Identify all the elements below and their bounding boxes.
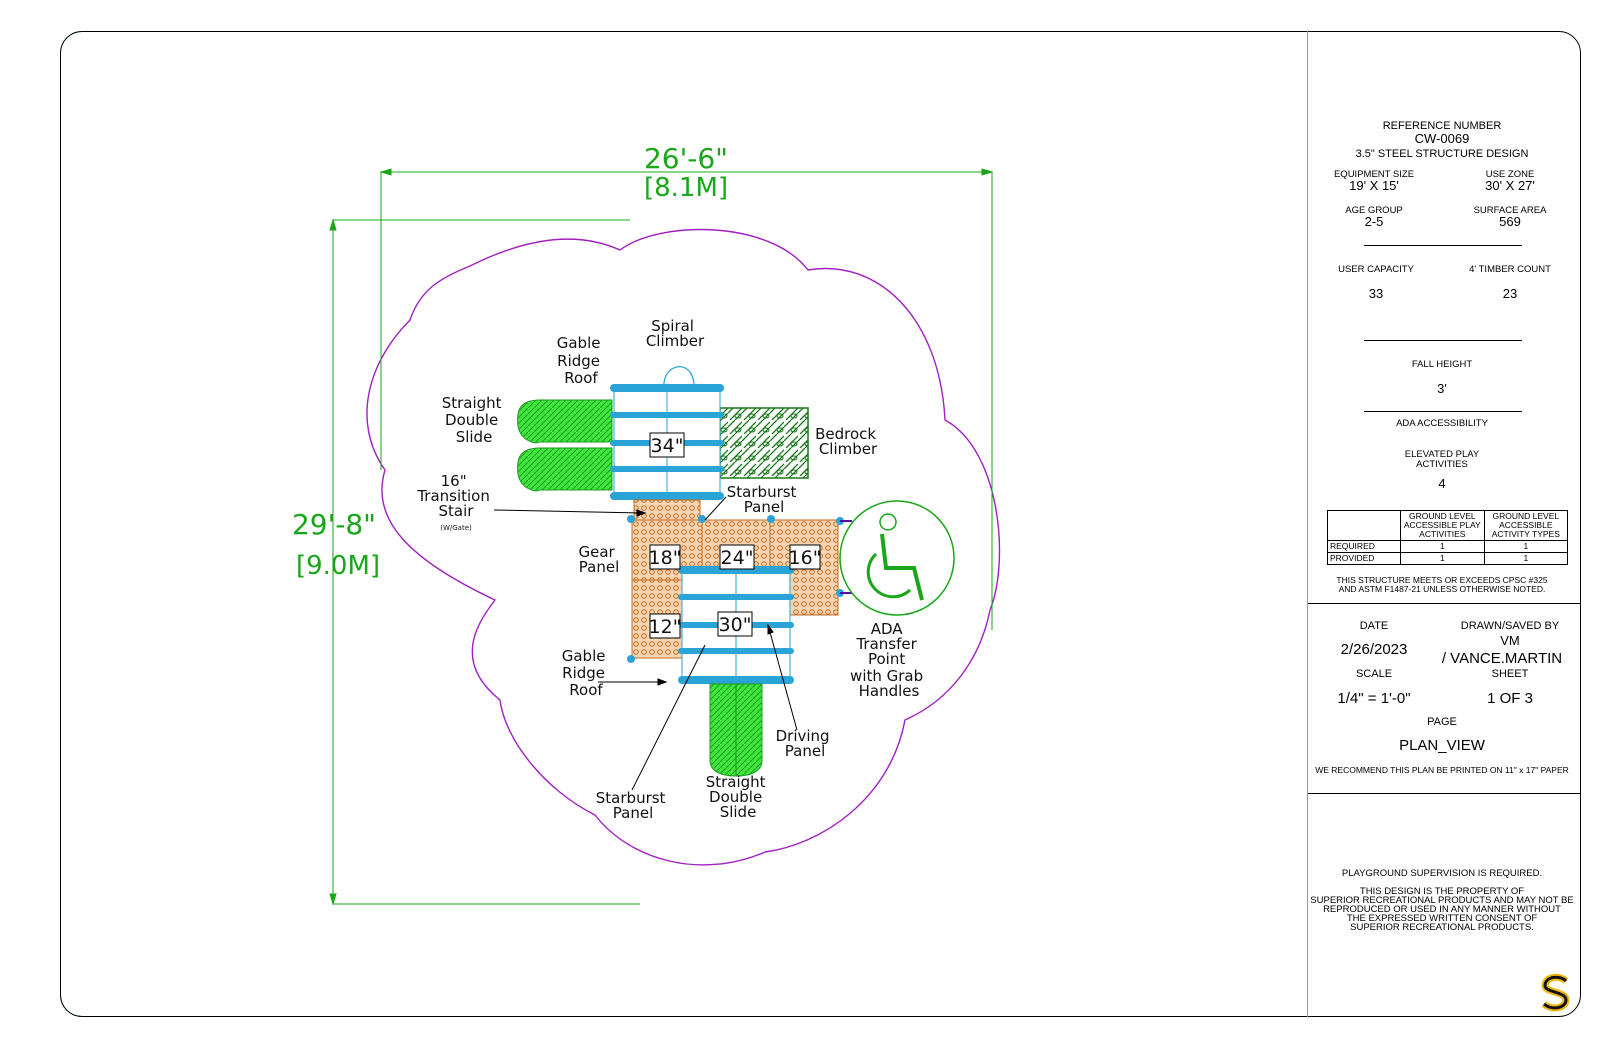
deck-16-label: 16" (789, 547, 822, 569)
width-ft-label: 26'-6" (644, 142, 728, 175)
user-capacity-label: USER CAPACITY (1338, 264, 1414, 275)
ada-transfer-point (839, 500, 955, 616)
rule-3 (1364, 411, 1522, 412)
deck-30-label: 30" (719, 614, 752, 636)
ada-row-provided-label: PROVIDED (1327, 551, 1401, 565)
deck-30 (678, 566, 794, 684)
width-m-label: [8.1M] (644, 173, 728, 203)
ref-label: REFERENCE NUMBER (1382, 120, 1502, 132)
callout-transition-stair-note: (W/Gate) (440, 524, 472, 532)
ada-row-required-a: 1 (1400, 539, 1485, 553)
callout-driving-panel: Driving Panel (776, 727, 835, 760)
ada-row-provided-b: 1 (1483, 551, 1569, 565)
deck-18-label: 18" (649, 547, 682, 569)
plan-view-drawing: 26'-6" [8.1M] 29'-8" [9.0M] 34" (292, 142, 1001, 906)
use-zone-label: USE ZONE (1485, 169, 1535, 180)
divider-2 (1308, 793, 1581, 794)
superior-logo-icon (1541, 973, 1570, 1012)
timber-value: 23 (1502, 286, 1518, 301)
ada-table: GROUND LEVEL ACCESSIBLE PLAY ACTIVITIES … (1327, 510, 1569, 565)
depth-m-label: [9.0M] (296, 551, 380, 581)
rule-2 (1364, 340, 1522, 341)
equip-size-label: EQUIPMENT SIZE (1333, 169, 1415, 180)
deck-24-tag (719, 544, 755, 570)
callout-spiral-climber: Spiral Climber (646, 317, 705, 350)
property-line-2: SUPERIOR RECREATIONAL PRODUCTS AND MAY N… (1310, 895, 1574, 906)
scale-label: SCALE (1355, 668, 1393, 680)
surface-area-value: 569 (1499, 214, 1521, 229)
age-group-label: AGE GROUP (1345, 205, 1403, 216)
design-label: 3.5" STEEL STRUCTURE DESIGN (1355, 148, 1529, 160)
date-value: 2/26/2023 (1340, 641, 1408, 658)
title-block: REFERENCE NUMBER CW-0069 3.5" STEEL STRU… (1307, 31, 1581, 1017)
ada-table-corner (1327, 510, 1401, 541)
straight-double-slide-bottom (709, 683, 763, 777)
elevated-value: 4 (1438, 476, 1446, 491)
drawn-name: / VANCE.MARTIN (1441, 650, 1563, 667)
surface-area-label: SURFACE AREA (1473, 205, 1547, 216)
print-note: WE RECOMMEND THIS PLAN BE PRINTED ON 11"… (1315, 765, 1569, 775)
depth-ft-label: 29'-8" (292, 508, 376, 541)
ada-header-types: GROUND LEVEL ACCESSIBLE ACTIVITY TYPES (1483, 510, 1569, 541)
fall-height-label: FALL HEIGHT (1411, 359, 1473, 370)
ada-label: ADA ACCESSIBILITY (1396, 418, 1488, 429)
bedrock-climber (719, 407, 809, 479)
callout-bedrock-climber: Bedrock Climber (815, 425, 881, 458)
deck-12-tag (649, 613, 681, 639)
callout-straight-slide-top: Straight Double Slide (442, 394, 507, 446)
deck-16-tag (789, 544, 821, 570)
deck-34-label: 34" (651, 435, 684, 457)
ada-header-activities: GROUND LEVEL ACCESSIBLE PLAY ACTIVITIES (1400, 510, 1485, 541)
fall-height-value: 3' (1437, 381, 1447, 396)
rule-1 (1364, 245, 1522, 246)
ada-row-provided-a: 1 (1400, 551, 1485, 565)
date-label: DATE (1359, 620, 1389, 632)
page-label: PAGE (1427, 716, 1457, 728)
drawn-label: DRAWN/SAVED BY (1460, 620, 1560, 632)
straight-double-slide-top (517, 399, 613, 492)
callout-gear-panel: Gear Panel (579, 543, 620, 576)
page-value: PLAN_VIEW (1399, 737, 1485, 754)
supervision-note: PLAYGROUND SUPERVISION IS REQUIRED. (1341, 868, 1543, 879)
scale-value: 1/4" = 1'-0" (1337, 690, 1411, 707)
use-zone-value: 30' X 27' (1485, 178, 1535, 193)
property-line-5: SUPERIOR RECREATIONAL PRODUCTS. (1350, 922, 1534, 933)
sheet-border (60, 31, 1581, 1017)
ada-row-required-label: REQUIRED (1327, 539, 1401, 553)
elevated-label: ELEVATED PLAY ACTIVITIES (1404, 449, 1480, 470)
standards-note: THIS STRUCTURE MEETS OR EXCEEDS CPSC #32… (1336, 575, 1548, 594)
property-line-3: REPRODUCED OR USED IN ANY MANNER WITHOUT (1323, 904, 1561, 915)
callout-ada-transfer: ADA Transfer Point with Grab Handles (850, 620, 928, 700)
divider-1 (1308, 603, 1581, 604)
property-line-4: THE EXPRESSED WRITTEN CONSENT OF (1346, 913, 1538, 924)
width-dimension (379, 168, 994, 630)
deck-30-tag (717, 611, 753, 637)
ref-value: CW-0069 (1414, 131, 1470, 146)
depth-dimension (329, 218, 640, 906)
equip-size-value: 19' X 15' (1349, 178, 1399, 193)
callout-gable-roof-bottom: Gable Ridge Roof (562, 647, 611, 699)
callout-starburst-top: Starburst Panel (727, 483, 801, 516)
deck-34-tag (649, 432, 685, 458)
deck-posts (627, 515, 844, 663)
age-group-value: 2-5 (1364, 214, 1384, 229)
property-line-1: THIS DESIGN IS THE PROPERTY OF (1359, 886, 1525, 897)
sheet-value: 1 OF 3 (1487, 690, 1533, 707)
sheet-label: SHEET (1491, 668, 1529, 680)
callout-gable-roof-top: Gable Ridge Roof (557, 334, 606, 387)
callout-starburst-bottom: Starburst Panel (596, 789, 670, 822)
deck-12-label: 12" (649, 616, 682, 638)
deck-18-tag (649, 544, 681, 570)
callout-straight-slide-bottom: Straight Double Slide (706, 773, 771, 821)
timber-label: 4' TIMBER COUNT (1469, 264, 1551, 275)
callout-transition-stair: 16" Transition Stair (416, 472, 494, 520)
drawn-initials: VM (1500, 633, 1520, 648)
use-zone-outline (366, 228, 1001, 866)
ada-row-required-b: 1 (1483, 539, 1569, 553)
deck-24-label: 24" (721, 547, 754, 569)
leader-lines (493, 496, 798, 791)
user-capacity-value: 33 (1368, 286, 1384, 301)
